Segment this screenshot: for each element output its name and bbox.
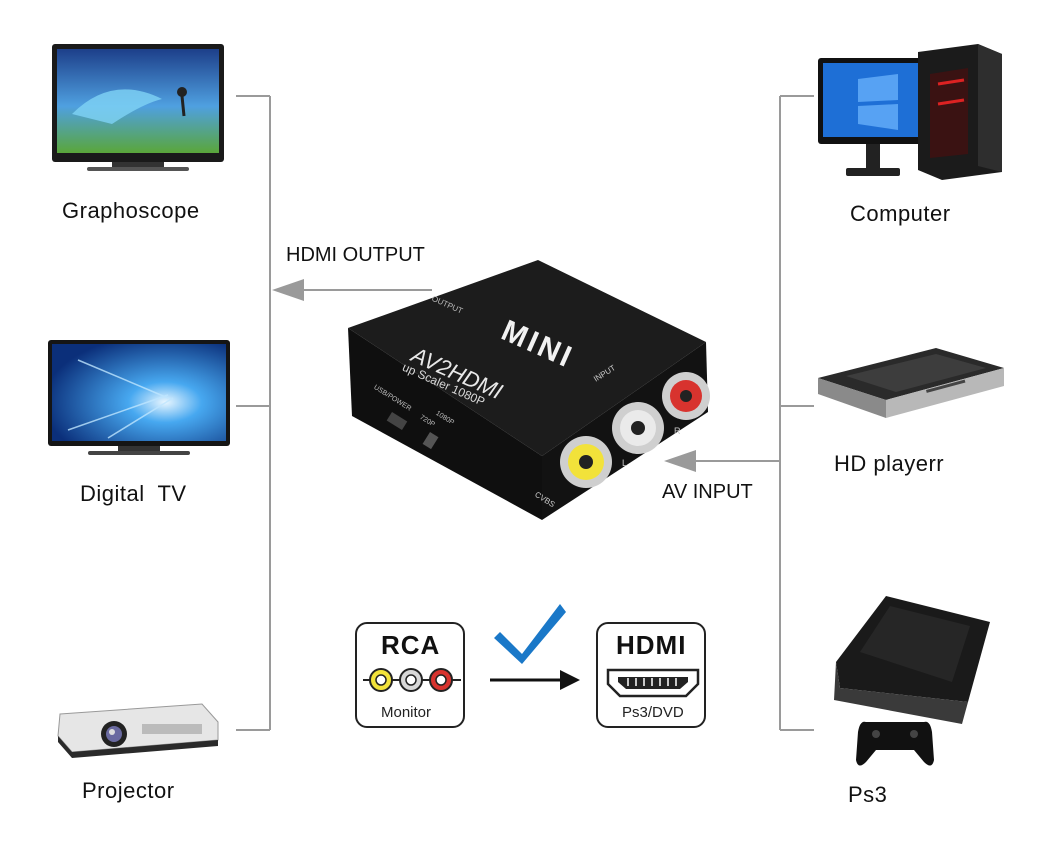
tv-icon	[48, 340, 230, 455]
computer-label: Computer	[850, 201, 951, 226]
hd-player-device	[816, 346, 1006, 420]
gamepad-icon	[856, 721, 934, 766]
digital-tv-label: Digital TV	[80, 481, 187, 506]
rca-sub: Monitor	[381, 704, 432, 721]
computer-device	[818, 44, 1002, 182]
checkmark-icon	[494, 604, 566, 664]
hd-player-label: HD playerr	[834, 451, 945, 476]
tv-icon	[52, 44, 224, 171]
rca-source-box: RCA Monitor	[355, 622, 465, 728]
projector-device	[52, 696, 222, 760]
hdmi-target-box: HDMI Ps3/DVD	[596, 622, 706, 728]
projector-icon	[57, 703, 219, 758]
hdmi-sub: Ps3/DVD	[622, 704, 684, 721]
hdmi-port-icon	[606, 668, 700, 698]
dvd-player-icon	[818, 348, 1004, 418]
av-input-label: AV INPUT	[662, 481, 753, 503]
rca-jacks	[560, 372, 710, 488]
ps3-console-icon	[834, 596, 990, 766]
ps3-label: Ps3	[848, 782, 888, 807]
hdmi-output-label: HDMI OUTPUT	[286, 244, 425, 266]
av-input-arrowhead	[664, 450, 696, 472]
graphoscope-device	[52, 44, 224, 174]
ps3-device	[830, 592, 998, 778]
rca-connectors-icon	[363, 668, 461, 692]
hdmi-title: HDMI	[616, 630, 687, 660]
rca-title: RCA	[381, 630, 441, 660]
adapter-box-graphic	[348, 260, 710, 520]
computer-icon	[818, 44, 1002, 180]
digital-tv-device	[48, 340, 230, 460]
av2hdmi-adapter: MINI AV2HDMI up Scaler 1080P OUTPUT INPU…	[342, 256, 712, 522]
adapter-l-label: L	[622, 458, 628, 468]
adapter-r-label: R	[674, 426, 681, 436]
projector-label: Projector	[82, 778, 175, 803]
graphoscope-label: Graphoscope	[62, 198, 200, 223]
hdmi-output-arrowhead	[272, 279, 304, 301]
